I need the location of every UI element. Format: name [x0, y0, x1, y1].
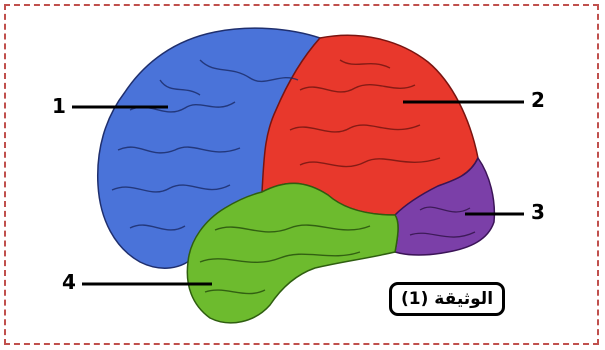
label-3: 3 — [531, 200, 545, 224]
document-caption: الوثيقة (1) — [389, 282, 505, 316]
label-4: 4 — [62, 270, 76, 294]
label-1: 1 — [52, 94, 66, 118]
label-2: 2 — [531, 88, 545, 112]
